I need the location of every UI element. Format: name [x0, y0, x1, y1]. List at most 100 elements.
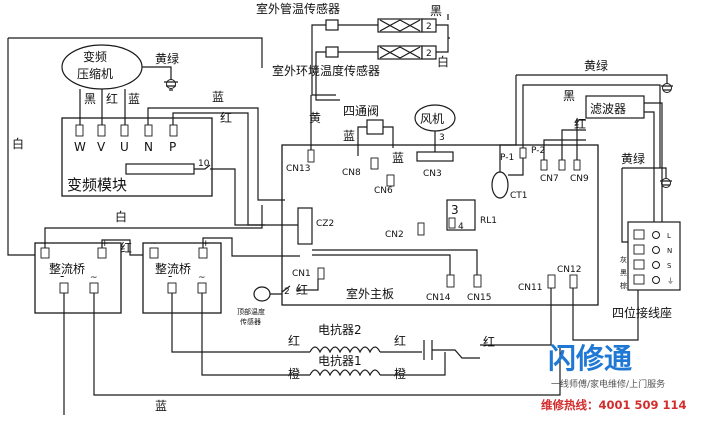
cn1-pin2-label: 2: [284, 287, 290, 297]
ac-terminal-label: ~: [40, 239, 48, 249]
p2-label: P-2: [531, 146, 545, 156]
wire-red-label: 红: [220, 110, 232, 125]
minus-terminal-label: -: [60, 269, 64, 283]
wire-black-label: 黑: [84, 92, 96, 106]
wire-red-label: 红: [106, 91, 118, 106]
cn13-label: CN13: [286, 164, 310, 174]
wire-red-label: 红: [120, 240, 132, 255]
pin-w-label: W: [74, 140, 86, 154]
top-temp-sensor-label: 传感器: [240, 317, 261, 326]
wire-orange-label: 橙: [394, 366, 406, 381]
minus-terminal-label: -: [168, 269, 172, 283]
brand-hotline: 维修热线：4001 509 114: [541, 398, 687, 412]
inverter-module-label: 变频模块: [67, 176, 127, 194]
wire-red-label: 红: [574, 116, 586, 131]
filter-label: 滤波器: [590, 102, 626, 116]
brand-tagline: 一线师傅/家电维修/上门服务: [551, 378, 665, 390]
cn7-label: CN7: [540, 174, 559, 184]
ground-icon: [660, 178, 672, 188]
wire-blue-label: 蓝: [343, 129, 355, 143]
cn12-label: CN12: [557, 265, 581, 275]
four-position-terminal-block: L N S ⏚: [627, 221, 681, 291]
reactor-1: [309, 369, 381, 377]
terminal-l-label: L: [667, 232, 671, 240]
brand-watermark: 闪修通 一线师傅/家电维修/上门服务 维修热线：4001 509 114: [541, 342, 687, 412]
rectifier-bridge-label: 整流桥: [49, 261, 85, 276]
pin-v-label: V: [97, 140, 106, 154]
terminal-ground-label: ⏚: [667, 277, 674, 285]
wire-yellow-green-label: 黄绿: [584, 58, 608, 73]
signal-connector: [125, 163, 195, 175]
relay-rl1: [446, 199, 476, 231]
fan-motor: 风机: [414, 104, 456, 132]
fan-pin-label: 3: [439, 133, 445, 143]
wire-orange-label: 橙: [288, 366, 300, 381]
wire-black-label: 黑: [620, 269, 627, 277]
wire-blue-label: 蓝: [392, 151, 404, 165]
inverter-module: [61, 117, 213, 197]
rectifier-bridge-2: ~ + - ~: [142, 239, 222, 314]
wire-black-label: 黑: [430, 4, 442, 18]
wire-blue-label: 蓝: [212, 90, 224, 104]
wire-blue-label: 蓝: [155, 399, 167, 413]
cn14-label: CN14: [426, 293, 451, 303]
brand-name: 闪修通: [548, 342, 632, 375]
ac-terminal-label: ~: [90, 273, 98, 283]
outdoor-pipe-temp-sensor: [325, 18, 437, 33]
reactor-1-label: 电抗器1: [318, 353, 362, 368]
current-transformer-ct1: [491, 171, 509, 199]
cn15-label: CN15: [467, 293, 491, 303]
terminal-s-label: S: [667, 262, 672, 270]
reactor-2-label: 电抗器2: [318, 322, 362, 337]
cz2-label: CZ2: [316, 219, 334, 229]
cn3-label: CN3: [423, 169, 442, 179]
rl1-label: RL1: [480, 216, 497, 226]
wire-white-label: 白: [12, 136, 24, 151]
wire-blue-label: 蓝: [128, 92, 140, 106]
four-way-valve-label: 四通阀: [343, 104, 379, 118]
capacitor: [423, 340, 551, 360]
cn11-label: CN11: [518, 283, 542, 293]
cn1-label: CN1: [292, 269, 311, 279]
pin-n-label: N: [144, 140, 153, 154]
wire-white-label: 白: [115, 209, 127, 224]
wire-red-label: 红: [288, 333, 300, 348]
four-position-terminal-label: 四位接线座: [612, 305, 672, 320]
plus-terminal-label: +: [101, 239, 109, 249]
wire-yellow-label: 黄: [309, 111, 321, 125]
outdoor-main-board: [281, 144, 599, 306]
wire-white-label: 白: [437, 54, 449, 69]
terminal-n-label: N: [667, 247, 672, 255]
reactor-2: [309, 346, 381, 354]
rl1-pin4-label: 4: [458, 222, 464, 232]
four-way-valve: [366, 119, 384, 135]
ac-terminal-label: ~: [150, 239, 158, 249]
top-temp-sensor: [253, 286, 271, 302]
plus-terminal-label: +: [202, 239, 210, 249]
ac-terminal-label: ~: [198, 273, 206, 283]
wire-red-label: 红: [483, 334, 495, 349]
pin-p-label: P: [169, 140, 176, 154]
rectifier-bridge-label: 整流桥: [155, 261, 191, 276]
outdoor-main-board-label: 室外主板: [346, 286, 394, 301]
wire-yellow-green-label: 黄绿: [155, 51, 179, 66]
wire-black-label: 黑: [563, 89, 575, 103]
ground-icon: [164, 79, 178, 91]
top-temp-sensor-label: 顶部温度: [237, 307, 265, 316]
cn6-label: CN6: [374, 186, 393, 196]
inverter-pins: [75, 124, 178, 137]
cn2-label: CN2: [385, 230, 404, 240]
outdoor-pipe-temp-sensor-label: 室外管温传感器: [256, 1, 340, 16]
wire-yellow-green-label: 黄绿: [621, 151, 645, 166]
wire-brown-label: 棕: [620, 281, 627, 290]
p1-label: P-1: [500, 153, 514, 163]
fan-motor-label: 风机: [420, 112, 444, 126]
wire-grey-label: 灰: [620, 255, 627, 264]
rectifier-bridge-1: ~ + - ~: [34, 239, 122, 314]
pin-10-label: 10: [198, 159, 210, 169]
cn9-label: CN9: [570, 174, 589, 184]
ct1-label: CT1: [510, 191, 528, 201]
inverter-compressor: 变频 压缩机: [61, 44, 143, 90]
connector-cz2: [297, 207, 313, 245]
